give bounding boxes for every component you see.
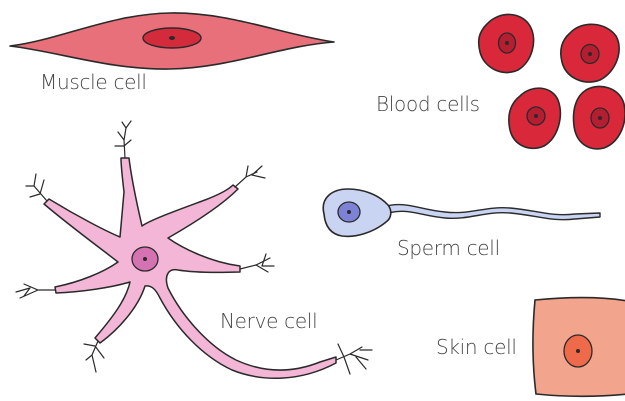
nerve-cell	[16, 121, 372, 378]
muscle-cell-label: Muscle cell	[40, 72, 147, 92]
blood-cell	[574, 86, 625, 148]
muscle-cell	[10, 13, 334, 69]
nerve-cell-nucleolus	[143, 257, 147, 261]
blood-cell	[509, 88, 560, 148]
sperm-cell-tail	[383, 205, 600, 220]
skin-cell	[533, 298, 625, 397]
sperm-cell-label: Sperm cell	[397, 238, 500, 258]
blood-cells-label: Blood cells	[376, 94, 480, 114]
muscle-cell-nucleolus	[169, 36, 175, 40]
skin-cell-nucleolus	[576, 349, 580, 353]
skin-cell-label: Skin cell	[436, 337, 517, 357]
blood-cells	[479, 14, 625, 148]
blood-cell	[479, 14, 534, 72]
sperm-cell-nucleolus	[347, 210, 351, 214]
blood-cell	[561, 24, 619, 82]
nerve-cell-label: Nerve cell	[220, 311, 317, 331]
sperm-cell	[323, 189, 600, 236]
